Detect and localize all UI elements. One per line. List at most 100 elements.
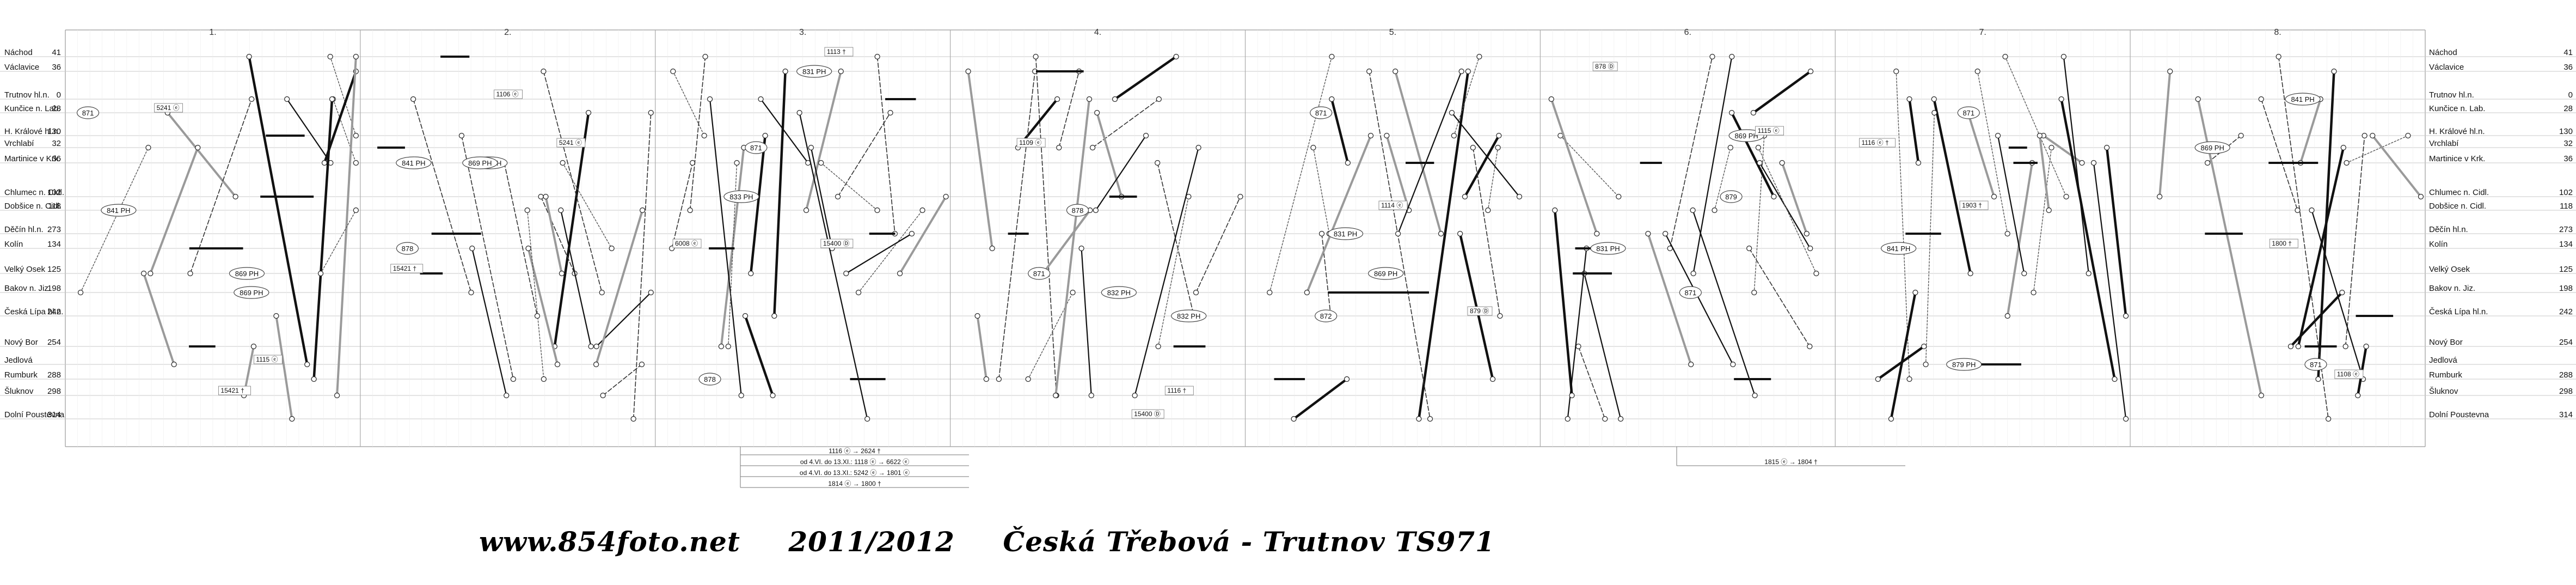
train-label-bubble — [2304, 358, 2327, 371]
train-label: 831 PH — [1334, 230, 1357, 238]
stop-marker — [1690, 207, 1696, 214]
stop-marker — [458, 132, 465, 139]
stop-marker — [2157, 193, 2163, 200]
train-path — [760, 98, 809, 164]
stop-marker — [808, 144, 814, 151]
stop-marker — [1086, 96, 1093, 102]
stop-marker — [648, 289, 654, 296]
stop-marker — [600, 392, 606, 399]
train-label-bubble — [76, 106, 100, 119]
stop-marker — [1449, 109, 1455, 116]
station-name: Velký Osek — [2429, 265, 2470, 274]
station-km: 125 — [2559, 265, 2573, 274]
stop-marker — [2362, 132, 2368, 139]
train-label-bubble — [2194, 141, 2230, 154]
stop-marker — [1438, 230, 1444, 237]
train-path — [1560, 135, 1620, 197]
grid-lines — [0, 29, 2576, 447]
stop-marker — [284, 96, 290, 102]
train-path — [845, 233, 912, 275]
stop-marker — [2295, 207, 2301, 214]
train-label: 841 PH — [402, 159, 425, 167]
stop-marker — [1094, 109, 1100, 116]
train-path — [2311, 209, 2364, 380]
stop-marker — [1552, 207, 1558, 214]
stop-marker — [1088, 392, 1094, 399]
station-km: 102 — [2559, 188, 2573, 197]
train-path — [1058, 71, 1080, 148]
stop-marker — [2276, 53, 2281, 60]
station-name: Šluknov — [4, 387, 34, 396]
stop-marker — [250, 343, 257, 350]
station-km: 134 — [2559, 240, 2573, 249]
train-path — [1647, 233, 1692, 365]
stop-marker — [1093, 207, 1099, 214]
train-path — [2093, 162, 2127, 420]
stop-marker — [2238, 132, 2244, 139]
train-path — [1584, 272, 1622, 420]
stop-marker — [1497, 313, 1503, 319]
stop-marker — [2340, 144, 2346, 151]
stop-marker — [1070, 289, 1076, 296]
stop-marker — [2315, 376, 2321, 382]
stop-marker — [1489, 376, 1496, 382]
stop-marker — [560, 160, 566, 166]
train-path — [744, 314, 774, 397]
stop-marker — [599, 289, 605, 296]
train-label: 869 PH — [2200, 144, 2224, 152]
stop-marker — [2344, 160, 2350, 166]
station-km: 314 — [2559, 410, 2573, 419]
train-path — [1330, 97, 1350, 164]
train-label: 871 — [750, 144, 762, 152]
stop-marker — [145, 144, 151, 151]
stop-marker — [1112, 96, 1118, 102]
train-path — [1714, 147, 1731, 211]
station-km: 298 — [47, 387, 61, 396]
train-label-bubble — [1957, 106, 1980, 119]
stop-marker — [1931, 109, 1937, 116]
stop-marker — [2339, 289, 2345, 296]
stop-marker — [2123, 416, 2129, 422]
train-note: 1113 † — [827, 48, 846, 56]
train-path — [633, 112, 652, 419]
train-note: 878 Ⓓ — [1595, 63, 1614, 70]
stop-marker — [1451, 132, 1457, 139]
stop-marker — [327, 53, 333, 60]
station-km: 288 — [2559, 370, 2573, 380]
stop-marker — [1548, 96, 1554, 102]
note-box — [1755, 126, 1784, 136]
train-path — [1157, 196, 1189, 347]
station-name: Nový Bor — [2429, 338, 2463, 347]
train-path — [336, 56, 357, 397]
transfer-note: 1815 ⓔ → 1804 † — [1764, 458, 1817, 466]
stop-marker — [2086, 270, 2092, 277]
stop-marker — [687, 207, 693, 214]
train-label-bubble — [462, 156, 498, 169]
station-name: Václavice — [2429, 63, 2464, 72]
train-label-bubble — [723, 190, 759, 203]
train-label: 869 PH — [1734, 132, 1758, 140]
stop-marker — [2363, 343, 2369, 350]
day-header: 1. — [209, 28, 216, 37]
stop-marker — [1132, 392, 1138, 399]
train-note: 879 Ⓓ — [1470, 307, 1489, 315]
train-path — [2063, 56, 2089, 275]
stop-marker — [1470, 144, 1476, 151]
stop-marker — [1344, 376, 1350, 382]
stop-marker — [2258, 96, 2264, 102]
train-label: 869 PH — [1374, 270, 1397, 278]
train-path — [1418, 70, 1470, 421]
stop-marker — [1462, 193, 1468, 200]
stop-marker — [1663, 230, 1669, 237]
train-path — [1096, 112, 1123, 198]
stop-marker — [246, 53, 252, 60]
stop-marker — [1807, 343, 1813, 350]
train-path — [1753, 135, 1765, 293]
train-path — [2004, 56, 2067, 197]
stop-marker — [317, 270, 324, 277]
stop-marker — [2355, 392, 2361, 399]
stop-marker — [2004, 313, 2010, 319]
footer-site[interactable]: www.854foto.net — [479, 526, 740, 558]
stop-marker — [1730, 361, 1736, 368]
train-path — [1041, 209, 1091, 275]
